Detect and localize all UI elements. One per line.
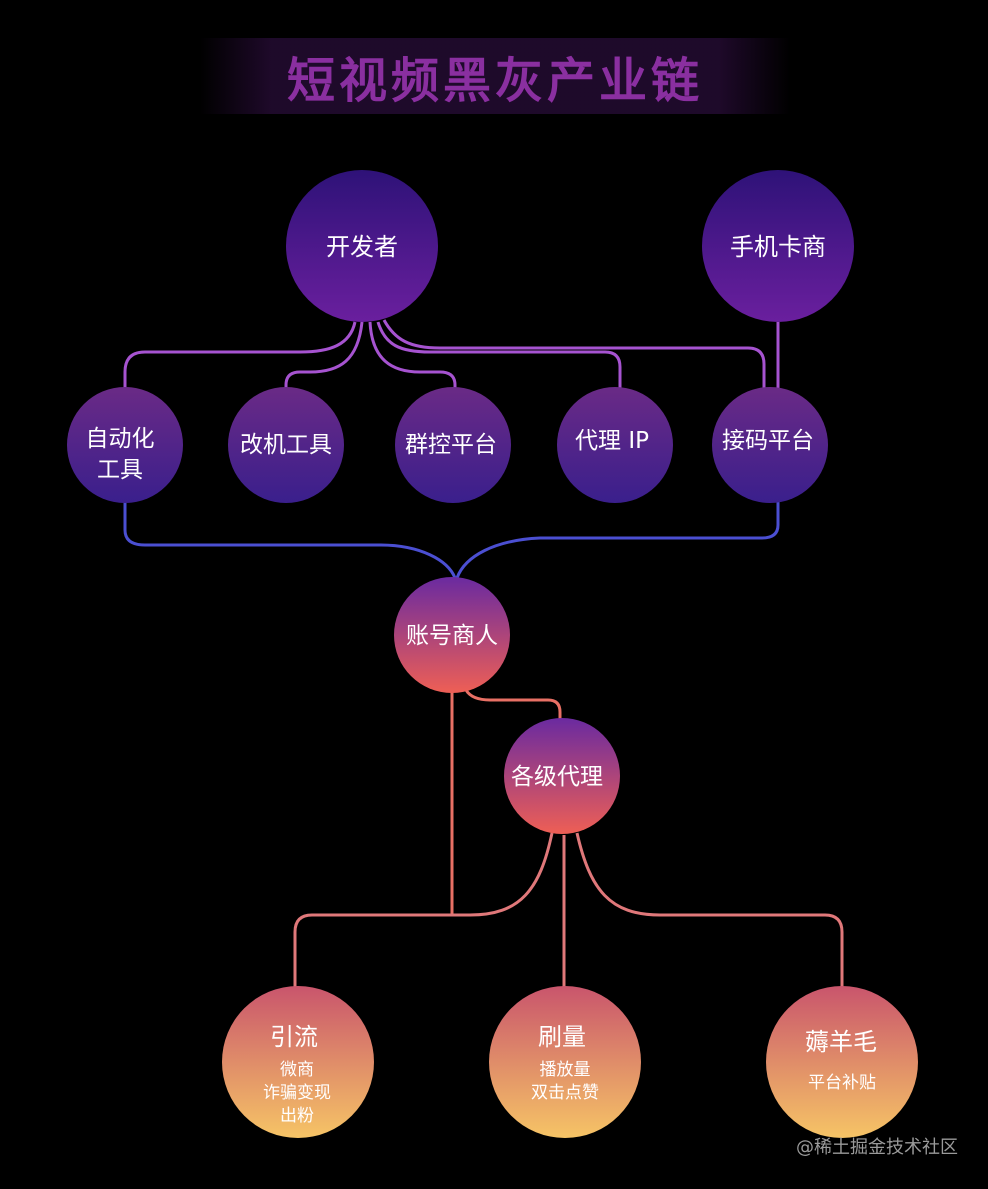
node-automation-line2: 工具: [97, 457, 143, 483]
node-sms-label: 接码平台: [722, 428, 814, 454]
node-bonus-sub1: 平台补贴: [808, 1073, 876, 1093]
node-sim-merchant: 手机卡商: [702, 170, 854, 322]
link-agents-bonus: [575, 832, 844, 990]
node-fake-volume: 刷量 播放量 双击点赞: [489, 986, 641, 1138]
watermark: @稀土掘金技术社区: [796, 1137, 958, 1158]
node-automation-line1: 自动化: [86, 426, 155, 452]
link-developer-groupcontrol: [368, 321, 457, 392]
connector-group: [123, 319, 844, 990]
node-traffic-sub2: 诈骗变现: [263, 1083, 331, 1103]
title-banner: 短视频黑灰产业链: [200, 38, 790, 114]
node-traffic-diversion: 引流 微商 诈骗变现 出粉: [222, 986, 374, 1138]
node-automation-tools: 自动化 工具: [67, 387, 183, 503]
node-volume-label: 刷量: [538, 1023, 586, 1051]
link-agents-traffic: [293, 832, 554, 990]
node-traffic-sub3: 出粉: [280, 1106, 314, 1126]
node-proxy-ip: 代理 IP: [557, 387, 673, 503]
node-modding-tools: 改机工具: [228, 387, 344, 503]
link-automation-account: [123, 500, 457, 579]
node-group-control: 群控平台: [395, 387, 511, 503]
link-developer-modding: [284, 321, 364, 392]
node-bonus-label: 薅羊毛: [805, 1028, 877, 1056]
node-proxyip-label: 代理 IP: [575, 428, 649, 454]
node-modding-label: 改机工具: [240, 432, 332, 458]
node-developer: 开发者: [286, 170, 438, 322]
node-groupcontrol-label: 群控平台: [405, 432, 497, 458]
node-volume-sub2: 双击点赞: [531, 1083, 599, 1103]
link-developer-automation: [123, 321, 357, 390]
node-traffic-label: 引流: [270, 1023, 318, 1051]
node-agents-label: 各级代理: [511, 764, 603, 790]
node-sim-merchant-label: 手机卡商: [730, 233, 826, 261]
node-volume-sub1: 播放量: [540, 1060, 591, 1080]
link-developer-proxyip: [376, 321, 622, 390]
node-account-merchant: 账号商人: [394, 577, 510, 693]
node-developer-label: 开发者: [326, 233, 398, 261]
link-account-agents: [464, 689, 562, 720]
node-agents: 各级代理: [504, 718, 620, 834]
node-traffic-sub1: 微商: [280, 1060, 314, 1080]
node-bonus-hunting: 薅羊毛 平台补贴: [766, 986, 918, 1138]
link-sms-account: [455, 500, 780, 579]
diagram-title: 短视频黑灰产业链: [286, 53, 703, 109]
link-developer-sms: [382, 319, 766, 392]
node-sms-platform: 接码平台: [712, 387, 828, 503]
node-account-label: 账号商人: [406, 623, 498, 649]
